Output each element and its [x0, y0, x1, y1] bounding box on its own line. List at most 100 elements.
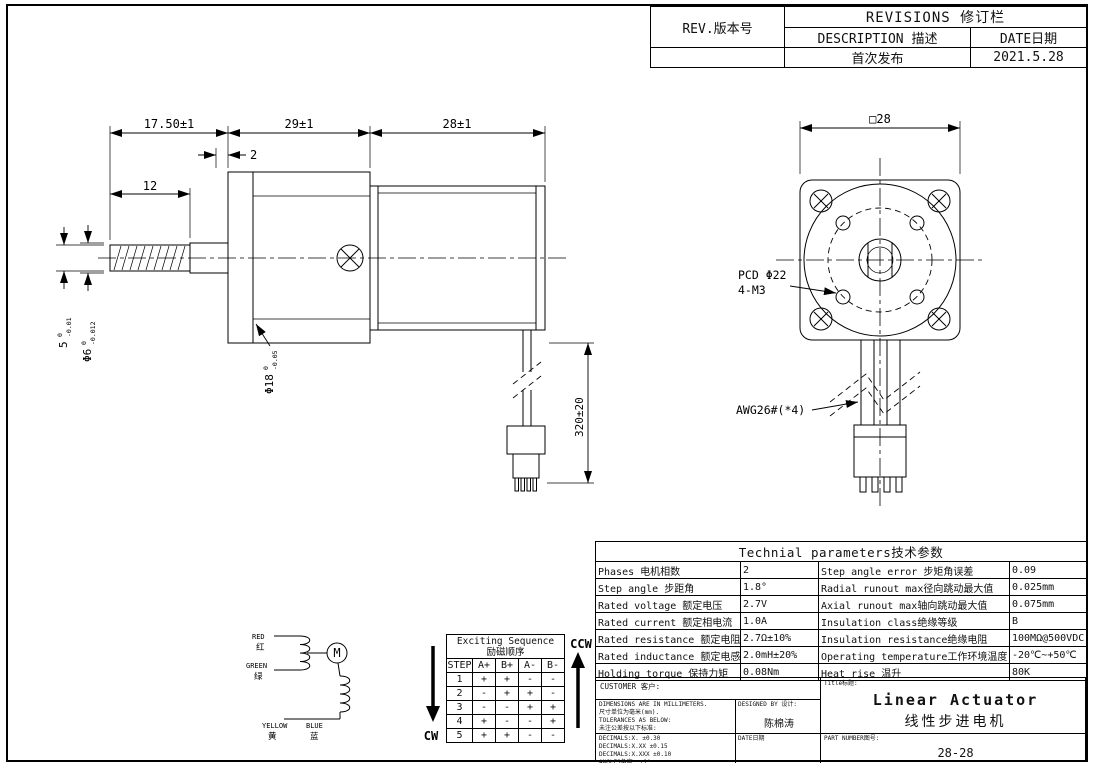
motor-body [369, 185, 546, 331]
note-line: ANGLES角度: ±1° [599, 759, 651, 763]
dim-gearbox-length: 29±1 [285, 117, 314, 131]
seq-cell: + [518, 686, 542, 701]
seq-cell: + [495, 672, 519, 687]
seq-cell: 1 [446, 672, 473, 687]
dim-thread-length: 12 [143, 179, 157, 193]
phase-a-coil [299, 635, 311, 671]
seq-cell: - [518, 672, 542, 687]
designed-by-cell: DESIGNED BY 设计: 陈棉涛 [736, 700, 821, 734]
part-number-cell: PART NUMBER图号: 28-28 [821, 734, 1087, 763]
seq-cell: + [472, 714, 496, 729]
dimension-notes: DIMENSIONS ARE IN MILLIMETERS. 尺寸单位为毫米(m… [596, 700, 736, 734]
tech-value: 0.075mm [1009, 595, 1087, 613]
cw-label: CW [424, 729, 439, 743]
seq-cell: + [472, 728, 496, 743]
part-number: 28-28 [937, 746, 974, 760]
tolerance-notes: DECIMALS:X. ±0.30 DECIMALS:X.XX ±0.15 DE… [596, 734, 736, 763]
note-line: DECIMALS:X. ±0.30 [599, 735, 661, 742]
note-line: DECIMALS:X.XX ±0.15 [599, 743, 668, 750]
note-line: TOLERANCES AS BELOW: [599, 717, 672, 724]
tech-label: Rated inductance 额定电感 [595, 646, 741, 664]
corner-screws [809, 189, 951, 331]
pcd-label: PCD Φ22 [738, 268, 786, 282]
seq-cell: 3 [446, 700, 473, 715]
tech-label: Step angle 步距角 [595, 578, 741, 596]
tech-value: 2 [740, 561, 819, 579]
product-title-cn: 线性步进电机 [904, 714, 1007, 730]
dim-shaft-total: 17.50±1 [144, 117, 195, 131]
seq-header-a-minus: A- [518, 658, 542, 673]
tech-label: Radial runout max径向跳动最大值 [818, 578, 1010, 596]
mount-holes-label: 4-M3 [738, 283, 766, 297]
seq-cell: - [540, 686, 566, 701]
tech-label: Rated resistance 额定电阻 [595, 629, 741, 647]
svg-text:0: 0 [262, 366, 270, 370]
green-wire-label-cn: 绿 [254, 671, 263, 682]
tech-params-title: Technial parameters技术参数 [595, 541, 1087, 562]
seq-cell: - [518, 728, 542, 743]
side-screw [336, 244, 364, 272]
tech-label: Rated current 额定相电流 [595, 612, 741, 630]
plain-shaft [189, 242, 229, 274]
seq-cell: - [495, 714, 519, 729]
seq-cell: - [540, 672, 566, 687]
tech-value: 80K [1009, 663, 1087, 681]
dim-motor-length: 28±1 [443, 117, 472, 131]
front-connector [853, 424, 907, 493]
svg-text:-0.01: -0.01 [65, 317, 73, 337]
svg-text:Φ18: Φ18 [263, 374, 276, 394]
tech-value: 2.7Ω±10% [740, 629, 819, 647]
seq-cell: - [518, 714, 542, 729]
date-cell: DATE日期 [736, 734, 821, 763]
side-view [98, 171, 568, 492]
tech-label: Axial runout max轴向跳动最大值 [818, 595, 1010, 613]
date-header: DATE日期 [969, 27, 1088, 48]
tech-value: 2.7V [740, 595, 819, 613]
date-label: DATE日期 [738, 735, 765, 742]
customer-label: CUSTOMER 客户: [596, 678, 821, 700]
note-line: 尺寸单位为毫米(mm). [599, 709, 660, 716]
dim-shaft-flat: 5 0 -0.01 [56, 317, 73, 348]
tech-value: 0.025mm [1009, 578, 1087, 596]
phase-b-coil [339, 675, 351, 713]
description-header: DESCRIPTION 描述 [784, 27, 971, 48]
sequence-title: Exciting Sequence 励磁顺序 [445, 634, 566, 659]
seq-cell: 4 [446, 714, 473, 729]
sequence-table: Exciting Sequence 励磁顺序 STEP A+ B+ A- B- … [445, 634, 566, 743]
wiring-diagram: RED 红 GREEN 绿 M YELLOW 黄 BLUE 蓝 [246, 633, 351, 742]
mount-holes [835, 215, 925, 305]
motor-square-face [799, 179, 961, 341]
title-block: CUSTOMER 客户: DIMENSIONS ARE IN MILLIMETE… [595, 677, 1087, 763]
side-lead-wires [512, 330, 542, 426]
seq-header-step: STEP [446, 658, 473, 673]
green-wire-label-en: GREEN [246, 662, 267, 670]
seq-header-a-plus: A+ [472, 658, 496, 673]
ccw-label: CCW [570, 637, 592, 651]
seq-cell: + [495, 686, 519, 701]
svg-text:0: 0 [56, 333, 64, 337]
seq-cell: - [472, 686, 496, 701]
seq-cell: 5 [446, 728, 473, 743]
tech-value: B [1009, 612, 1087, 630]
rev-number-cell [650, 47, 785, 68]
designed-by-label: DESIGNED BY 设计: [738, 701, 797, 708]
threaded-shaft [109, 244, 191, 272]
svg-text:-0.012: -0.012 [89, 321, 97, 345]
seq-cell: + [518, 700, 542, 715]
seq-cell: - [472, 700, 496, 715]
tech-value: 1.8° [740, 578, 819, 596]
revision-date: 2021.5.28 [969, 47, 1088, 68]
side-dimensions: 17.50±1 29±1 28±1 2 12 5 0 -0.01 Φ6 0 -0… [56, 117, 594, 484]
tech-value: 0.09 [1009, 561, 1087, 579]
yellow-wire-label-cn: 黄 [268, 731, 277, 742]
note-line: 未注公差按以下标准: [599, 725, 657, 732]
note-line: DIMENSIONS ARE IN MILLIMETERS. [599, 701, 708, 708]
revisions-table: REV.版本号 REVISIONS 修订栏 DESCRIPTION 描述 DAT… [650, 6, 1088, 68]
red-wire-label-en: RED [252, 633, 265, 641]
seq-cell: + [472, 672, 496, 687]
seq-cell: + [540, 700, 566, 715]
seq-cell: 2 [446, 686, 473, 701]
center-shaft-hole [858, 238, 902, 282]
ccw-arrowhead [571, 652, 585, 668]
